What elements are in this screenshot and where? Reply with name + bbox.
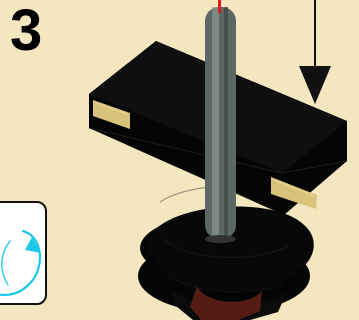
down-arrow-icon — [299, 0, 331, 104]
red-marker — [218, 0, 221, 13]
axle — [205, 7, 236, 243]
